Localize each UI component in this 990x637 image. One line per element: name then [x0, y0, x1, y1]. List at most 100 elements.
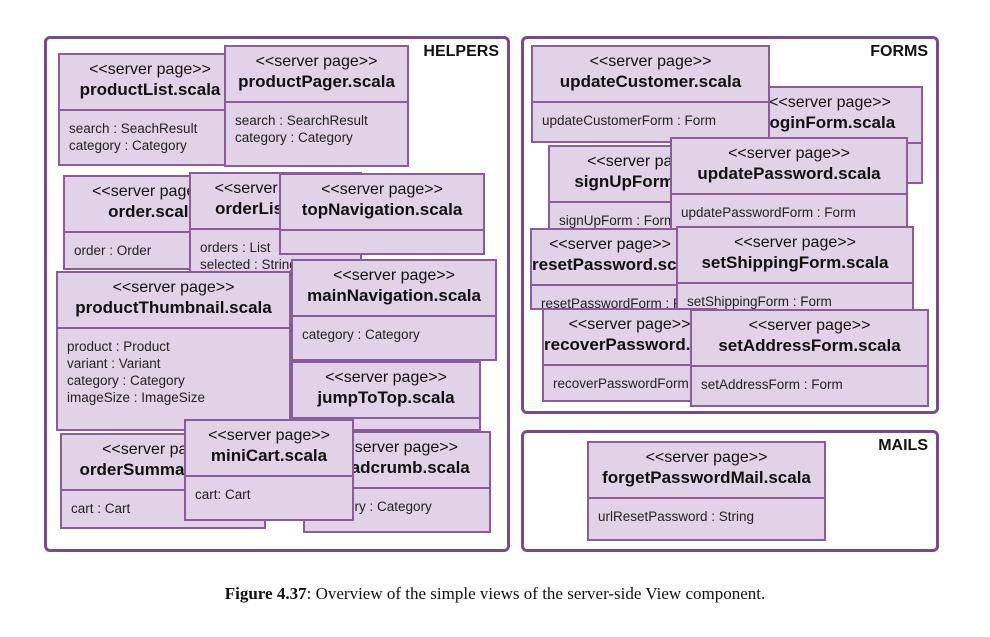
- class-name: updateCustomer.scala: [559, 72, 742, 91]
- stereotype-label: <<server page>>: [336, 439, 458, 456]
- stereotype-label: <<server page>>: [549, 236, 671, 253]
- class-name: setAddressForm.scala: [718, 336, 901, 355]
- attribute-list: search : SeachResult category : Category: [60, 111, 240, 158]
- attribute: setShippingForm : Form: [687, 294, 832, 309]
- figure-caption: Figure 4.37: Overview of the simple view…: [0, 584, 990, 604]
- attribute: search : SeachResult: [69, 121, 198, 136]
- attribute: category : Category: [235, 130, 353, 145]
- attribute: imageSize : ImageSize: [67, 390, 206, 405]
- attribute: recoverPasswordForm : Form: [553, 376, 717, 391]
- attribute-list: resetPasswordForm : Form: [532, 286, 690, 310]
- attribute: product : Product: [67, 339, 170, 354]
- attribute: setAddressForm : Form: [701, 377, 843, 392]
- attribute: order : Order: [74, 243, 152, 258]
- attribute-list: signUpForm : Form: [550, 203, 746, 233]
- class-box-setShippingForm: <<server page>> setShippingForm.scala se…: [676, 226, 914, 324]
- attribute-list: search : SearchResult category : Categor…: [226, 103, 407, 150]
- caption-text: : Overview of the simple views of the se…: [306, 584, 766, 603]
- attribute-list: setAddressForm : Form: [692, 367, 927, 397]
- class-name: forgetPasswordMail.scala: [602, 468, 811, 487]
- stereotype-label: <<server page>>: [333, 267, 455, 284]
- class-header: <<server page>> topNavigation.scala: [281, 175, 483, 231]
- class-header: <<server page>> loginForm.scala: [739, 88, 921, 144]
- attribute-list: category : Category: [293, 317, 495, 347]
- class-name: productThumbnail.scala: [75, 298, 272, 317]
- class-box-forgetPasswordMail: <<server page>> forgetPasswordMail.scala…: [587, 441, 826, 541]
- class-name: miniCart.scala: [210, 446, 328, 465]
- class-header: <<server page>> productPager.scala: [226, 47, 407, 103]
- attribute: urlResetPassword : String: [598, 509, 755, 524]
- attribute: updatePasswordForm : Form: [681, 205, 856, 220]
- class-name: order.scala: [108, 202, 198, 221]
- class-name: updatePassword.scala: [697, 164, 881, 183]
- class-box-productThumbnail: <<server page>> productThumbnail.scala p…: [56, 271, 291, 431]
- attribute: variant : Variant: [67, 356, 161, 371]
- class-box-mainNavigation: <<server page>> mainNavigation.scala cat…: [291, 259, 497, 361]
- class-box-miniCart: <<server page>> miniCart.scala cart: Car…: [184, 419, 354, 521]
- attribute-list: cart : Cart: [62, 491, 264, 521]
- attribute-list: orders : List selected : String: [191, 230, 360, 277]
- mails-title: MAILS: [878, 437, 928, 454]
- stereotype-label: <<server page>>: [728, 145, 850, 162]
- class-box-updateCustomer: <<server page>> updateCustomer.scala upd…: [531, 45, 770, 143]
- attribute-list: updateCustomerForm : Form: [533, 103, 768, 133]
- class-header: <<server page>> forgetPasswordMail.scala: [589, 443, 824, 499]
- class-box-productPager: <<server page>> productPager.scala searc…: [224, 45, 409, 167]
- attribute-list: order : Order: [65, 233, 241, 263]
- class-box-updatePassword: <<server page>> updatePassword.scala upd…: [670, 137, 908, 237]
- attribute: search : SearchResult: [235, 113, 368, 128]
- class-box-topNavigation: <<server page>> topNavigation.scala: [279, 173, 485, 255]
- attribute: category : Category: [302, 327, 420, 342]
- attribute-list: product : Product variant : Variant cate…: [58, 329, 289, 410]
- attribute-list: updatePasswordForm : Form: [672, 195, 906, 225]
- stereotype-label: <<server page>>: [589, 53, 712, 70]
- class-name: resetPassword.scala: [532, 255, 688, 274]
- forms-title: FORMS: [870, 43, 928, 60]
- attribute-list: recoverPasswordForm : Form: [544, 366, 715, 396]
- class-box-productList: <<server page>> productList.scala search…: [58, 53, 242, 166]
- helpers-title: HELPERS: [423, 43, 499, 60]
- class-name: recoverPassword.scala: [544, 335, 715, 354]
- class-name: loginForm.scala: [764, 113, 896, 132]
- class-box-setAddressForm: <<server page>> setAddressForm.scala set…: [690, 309, 929, 407]
- attribute: signUpForm : Form: [559, 213, 676, 228]
- class-header: <<server page>> breadcrumb.scala: [305, 433, 489, 489]
- class-name: setShippingForm.scala: [701, 253, 889, 272]
- class-header: <<server page>> recoverPassword.scala: [544, 310, 715, 366]
- stereotype-label: <<server page>>: [568, 316, 691, 333]
- stereotype-label: <<server page>>: [325, 369, 447, 386]
- class-header: <<server page>> setShippingForm.scala: [678, 228, 912, 284]
- class-name: productPager.scala: [238, 72, 395, 91]
- stereotype-label: <<server page>>: [89, 61, 211, 78]
- figure-number: Figure 4.37: [224, 584, 307, 603]
- class-header: <<server page>> resetPassword.scala: [532, 230, 688, 286]
- stereotype-label: <<server page>>: [769, 94, 891, 111]
- attribute: category : Category: [69, 138, 187, 153]
- stereotype-label: <<server page>>: [92, 183, 214, 200]
- attribute-list: setShippingForm : Form: [678, 284, 912, 314]
- attribute: cart: Cart: [195, 487, 251, 502]
- class-name: breadcrumb.scala: [324, 458, 470, 477]
- class-header: <<server page>> mainNavigation.scala: [293, 261, 495, 317]
- class-header: <<server page>> setAddressForm.scala: [692, 311, 927, 367]
- attribute: orders : List: [200, 240, 271, 255]
- class-box-resetPassword: <<server page>> resetPassword.scala rese…: [530, 228, 690, 310]
- stereotype-label: <<server page>>: [645, 449, 768, 466]
- class-header: <<server page>> order.scala: [65, 177, 241, 233]
- class-header: <<server page>> updateCustomer.scala: [533, 47, 768, 103]
- attribute-list: urlResetPassword : String: [589, 499, 824, 529]
- attribute-list: cart: Cart: [186, 477, 352, 507]
- attribute: resetPasswordForm : Form: [541, 296, 690, 310]
- stereotype-label: <<server page>>: [748, 317, 871, 334]
- attribute: cart : Cart: [71, 501, 131, 516]
- class-header: <<server page>> jumpToTop.scala: [293, 363, 479, 419]
- stereotype-label: <<server page>>: [255, 53, 378, 70]
- class-name: productList.scala: [79, 80, 221, 99]
- class-box-recoverPassword: <<server page>> recoverPassword.scala re…: [542, 308, 717, 402]
- stereotype-label: <<server page>>: [208, 427, 330, 444]
- attribute: category : Category: [67, 373, 185, 388]
- class-header: <<server page>> productThumbnail.scala: [58, 273, 289, 329]
- class-name: topNavigation.scala: [301, 200, 463, 219]
- class-header: <<server page>> productList.scala: [60, 55, 240, 111]
- stereotype-label: <<server page>>: [112, 279, 235, 296]
